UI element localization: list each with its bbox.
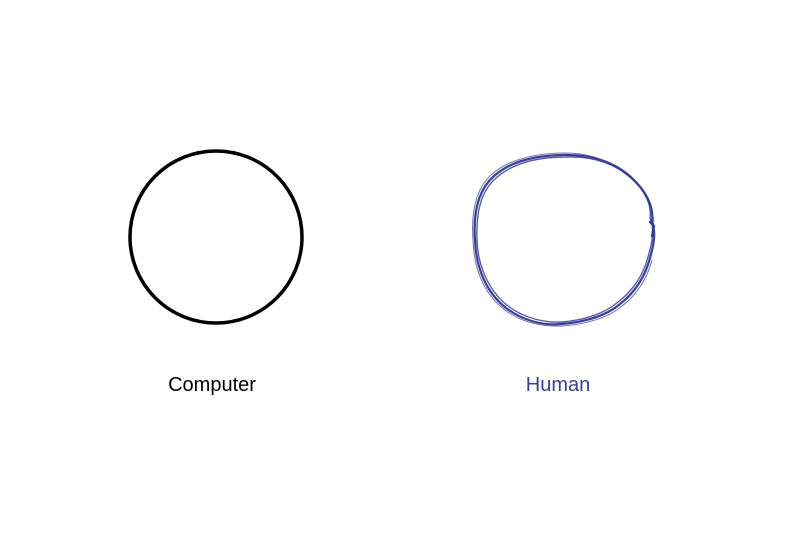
human-circle (472, 152, 656, 327)
computer-label: Computer (168, 374, 256, 396)
computer-circle (128, 149, 304, 325)
human-label: Human (525, 374, 591, 396)
